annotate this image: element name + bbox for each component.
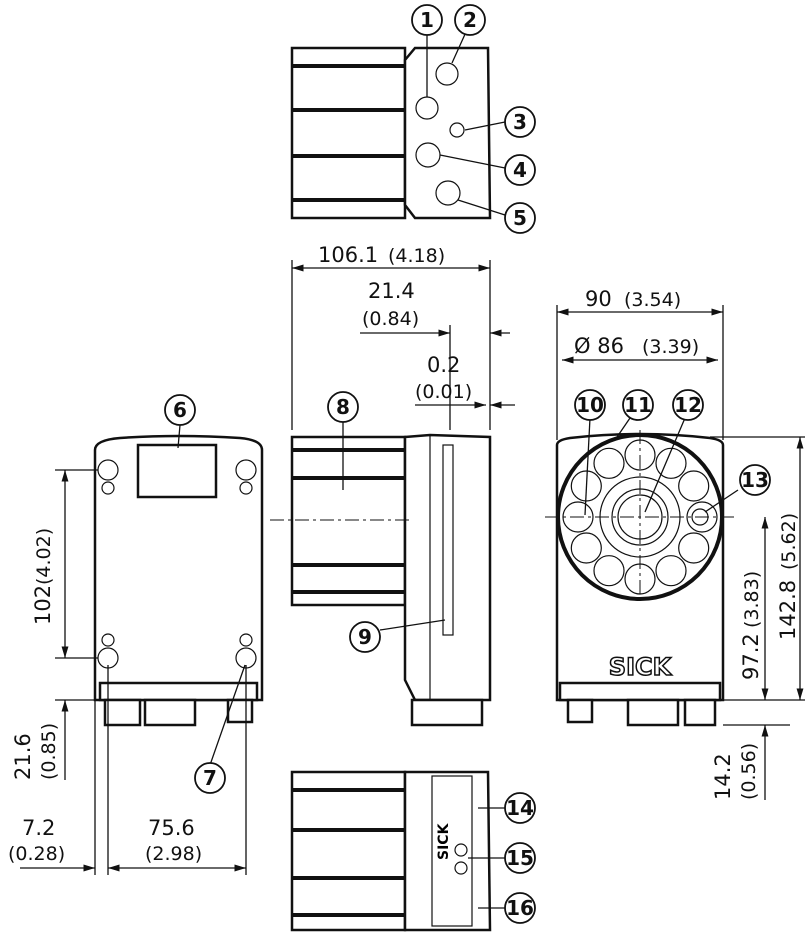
svg-text:21.6: 21.6	[11, 733, 35, 780]
callout-12: 12	[672, 389, 704, 421]
svg-text:(4.18): (4.18)	[388, 245, 445, 267]
svg-text:75.6: 75.6	[148, 816, 195, 840]
button-icon	[454, 861, 468, 875]
callout-number: 8	[336, 395, 350, 419]
svg-text:0.2: 0.2	[427, 353, 460, 377]
connector-2-icon	[435, 62, 459, 86]
callout-number: 5	[513, 206, 527, 230]
callout-15: 15	[504, 842, 536, 874]
led-icon	[686, 501, 718, 533]
svg-text:102: 102	[31, 585, 55, 625]
led-icon	[678, 532, 710, 564]
connector-3-icon	[449, 122, 465, 138]
callout-3: 3	[504, 106, 536, 138]
callout-9: 9	[349, 621, 381, 653]
svg-text:(3.54): (3.54)	[624, 289, 681, 311]
callout-number: 11	[624, 393, 652, 417]
callout-10: 10	[574, 389, 606, 421]
callout-1: 1	[411, 4, 443, 36]
dimension-labels: 106.1 (4.18) 21.4 (0.84) 0.2 (0.01) 90 (…	[8, 243, 800, 865]
svg-text:(5.62): (5.62)	[778, 513, 800, 570]
callout-number: 3	[513, 110, 527, 134]
svg-text:Ø 86: Ø 86	[574, 334, 624, 358]
connector-5-icon	[435, 180, 461, 206]
bottom-view: SICK	[290, 770, 492, 932]
led-icon	[655, 447, 687, 479]
svg-text:(0.28): (0.28)	[8, 843, 65, 865]
callout-number: 15	[506, 846, 534, 870]
callout-13: 13	[739, 464, 771, 496]
svg-text:97.2: 97.2	[739, 633, 763, 680]
svg-text:142.8: 142.8	[776, 580, 800, 640]
callout-11: 11	[622, 389, 654, 421]
sick-logo-small: SICK	[436, 822, 452, 860]
callout-number: 4	[513, 158, 527, 182]
side-view	[270, 433, 492, 727]
rear-view	[93, 434, 264, 727]
dimension-lines	[20, 31, 805, 909]
button-icon	[454, 843, 468, 857]
callout-4: 4	[504, 154, 536, 186]
svg-text:(0.85): (0.85)	[38, 723, 60, 780]
led-icon	[570, 532, 602, 564]
callout-number: 12	[674, 393, 702, 417]
callout-number: 10	[576, 393, 604, 417]
svg-text:7.2: 7.2	[22, 816, 55, 840]
svg-text:(4.02): (4.02)	[33, 528, 55, 585]
callout-7: 7	[194, 762, 226, 794]
led-icon	[593, 447, 625, 479]
svg-text:21.4: 21.4	[368, 279, 415, 303]
svg-text:(3.83): (3.83)	[741, 571, 763, 628]
callout-number: 9	[358, 625, 372, 649]
callout-16: 16	[504, 892, 536, 924]
callout-2: 2	[454, 4, 486, 36]
callout-number: 1	[420, 8, 434, 32]
svg-text:90: 90	[585, 287, 612, 311]
top-view	[290, 46, 492, 220]
lens-view: SICK	[545, 430, 735, 727]
callout-14: 14	[504, 792, 536, 824]
callout-number: 13	[741, 468, 769, 492]
svg-text:(2.98): (2.98)	[145, 843, 202, 865]
svg-text:(3.39): (3.39)	[642, 336, 699, 358]
callout-8: 8	[327, 391, 359, 423]
callout-5: 5	[504, 202, 536, 234]
svg-text:106.1: 106.1	[318, 243, 378, 267]
callout-number: 7	[203, 766, 217, 790]
callout-number: 14	[506, 796, 534, 820]
led-icon	[678, 470, 710, 502]
led-icon	[593, 555, 625, 587]
callout-number: 2	[463, 8, 477, 32]
svg-text:(0.56): (0.56)	[738, 743, 760, 800]
svg-text:14.2: 14.2	[711, 753, 735, 800]
callout-6: 6	[164, 394, 196, 426]
svg-text:(0.01): (0.01)	[415, 381, 472, 403]
callout-number: 6	[173, 398, 187, 422]
svg-text:(0.84): (0.84)	[362, 308, 419, 330]
led-icon	[655, 555, 687, 587]
sick-logo: SICK	[609, 653, 673, 681]
callout-number: 16	[506, 896, 534, 920]
